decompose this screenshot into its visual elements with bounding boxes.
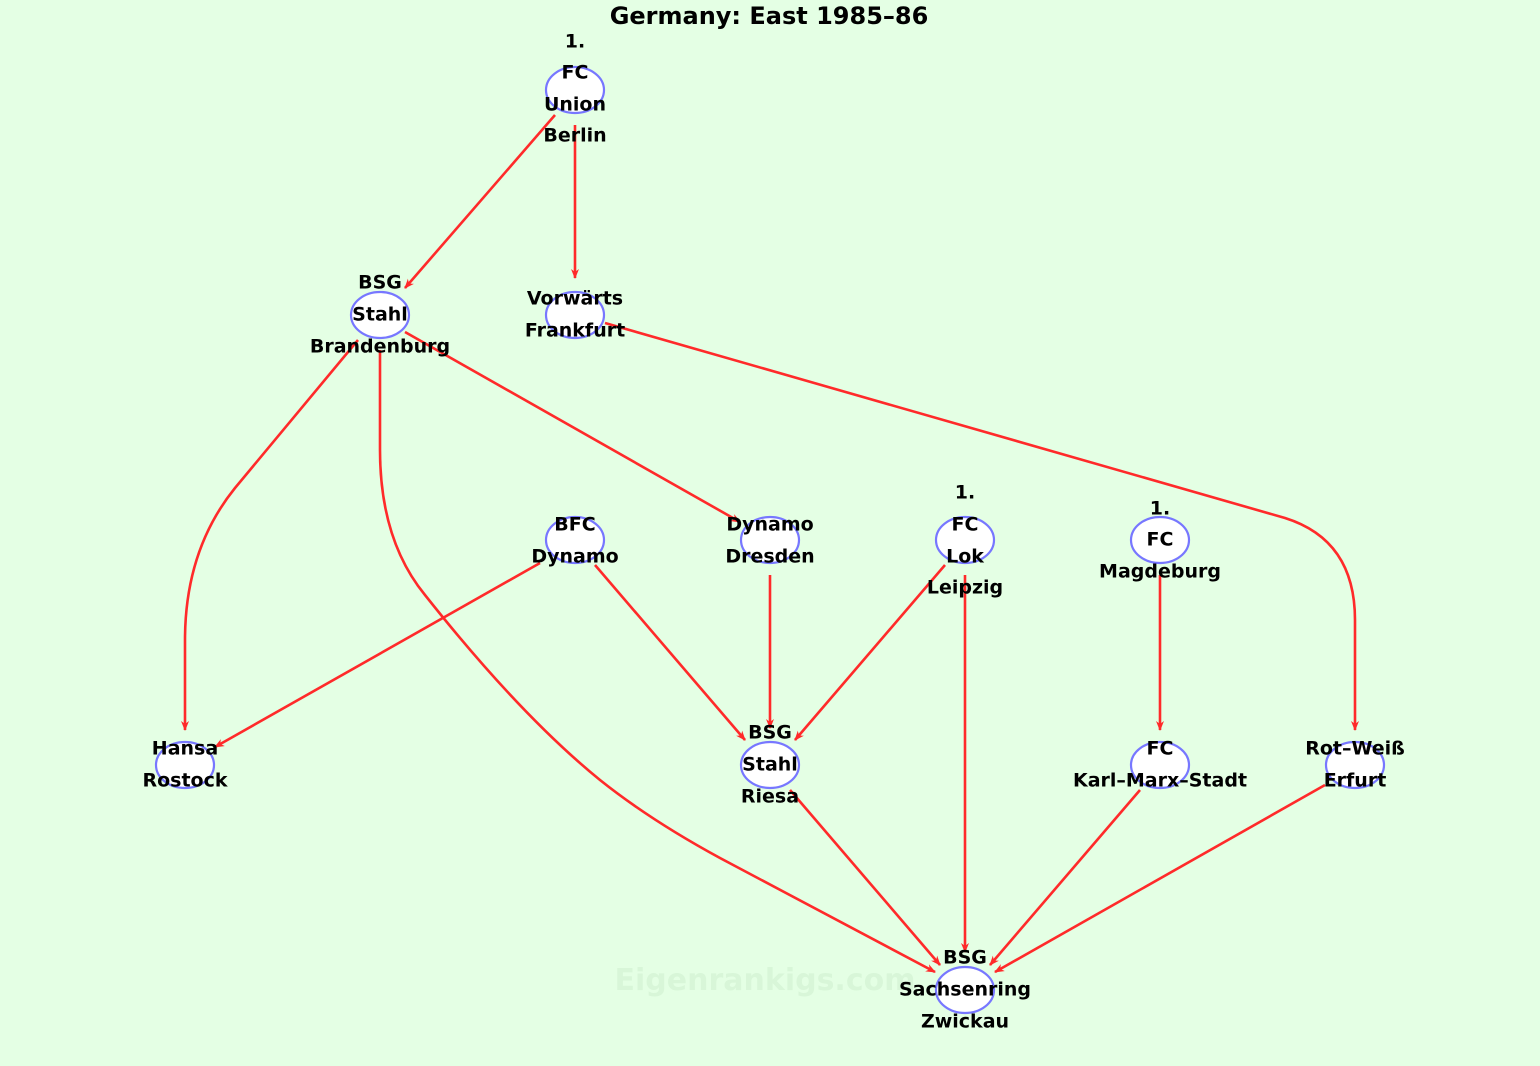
node-label: Riesa [741, 786, 799, 808]
node-ellipse [739, 740, 801, 790]
node-ellipse [934, 965, 996, 1015]
node-ellipse [1324, 740, 1386, 790]
edge-lok-to-riesa [794, 564, 946, 741]
edge-erfurt-to-zwickau [994, 783, 1326, 974]
node-label: 1. [1150, 498, 1170, 520]
edge-union-to-stahl_brandenburg [404, 114, 556, 289]
node-label: Union [544, 94, 606, 116]
node-label: Hansa [152, 738, 218, 760]
node-label: Vorwärts [527, 288, 623, 310]
edge-stahl_brandenburg-to-zwickau [378, 350, 936, 974]
node-label: 1. [565, 31, 585, 53]
node-ellipse [544, 290, 606, 340]
node-ellipse [544, 65, 606, 115]
node-label: Zwickau [921, 1011, 1009, 1033]
node-label: Dresden [725, 546, 814, 568]
node-ellipse [934, 515, 996, 565]
edge-riesa-to-zwickau [789, 789, 941, 966]
nodes: 1.FCUnionBerlinBSGStahlBrandenburgVorwär… [142, 31, 1404, 1033]
node-label: Rostock [142, 770, 227, 792]
node-label: FC [1147, 738, 1174, 760]
node-label: Lok [946, 546, 984, 568]
watermark: Eigenrankigs.com [615, 963, 916, 998]
node-label: Magdeburg [1099, 561, 1221, 583]
node-label: Leipzig [927, 577, 1003, 599]
node-ellipse [349, 290, 411, 340]
node-label: Dynamo [531, 546, 618, 568]
edge-stahl_brandenburg-to-dresden [404, 330, 741, 524]
node-label: FC [562, 62, 589, 84]
node-label: Sachsenring [899, 979, 1031, 1001]
edge-bfc-to-hansa [214, 561, 541, 749]
edge-vorwaerts-to-erfurt [604, 321, 1359, 731]
node-label: Berlin [543, 125, 606, 147]
node-magdeburg: 1. FC Magdeburg [1099, 498, 1221, 583]
node-label: Dynamo [726, 514, 813, 536]
edges [181, 114, 1359, 974]
node-label: Stahl [352, 304, 408, 326]
edge-kms-to-zwickau [989, 789, 1141, 966]
node-label: FC [1147, 529, 1174, 551]
node-ellipse [544, 515, 606, 565]
node-label: Frankfurt [525, 320, 625, 342]
node-kms: FC Karl–Marx–Stadt [1073, 738, 1247, 792]
node-label: Rot–Weiß [1305, 738, 1405, 760]
graph-title: Germany: East 1985–86 [610, 2, 929, 30]
edge-bfc-to-riesa [594, 564, 746, 741]
node-label: BSG [943, 947, 987, 969]
node-label: BFC [554, 514, 595, 536]
node-ellipse [1129, 740, 1191, 790]
node-ellipse [1129, 515, 1191, 565]
node-ellipse [739, 515, 801, 565]
node-bfc: BFC Dynamo [531, 514, 618, 568]
node-label: Erfurt [1324, 770, 1387, 792]
node-label: 1. [955, 482, 975, 504]
node-label: Brandenburg [310, 336, 450, 358]
node-label: BSG [358, 272, 402, 294]
node-label: Stahl [742, 754, 798, 776]
node-label: FC [952, 514, 979, 536]
node-ellipse [154, 740, 216, 790]
node-label: BSG [748, 722, 792, 744]
node-label: Karl–Marx–Stadt [1073, 770, 1247, 792]
edge-stahl_brandenburg-to-hansa [181, 339, 359, 731]
